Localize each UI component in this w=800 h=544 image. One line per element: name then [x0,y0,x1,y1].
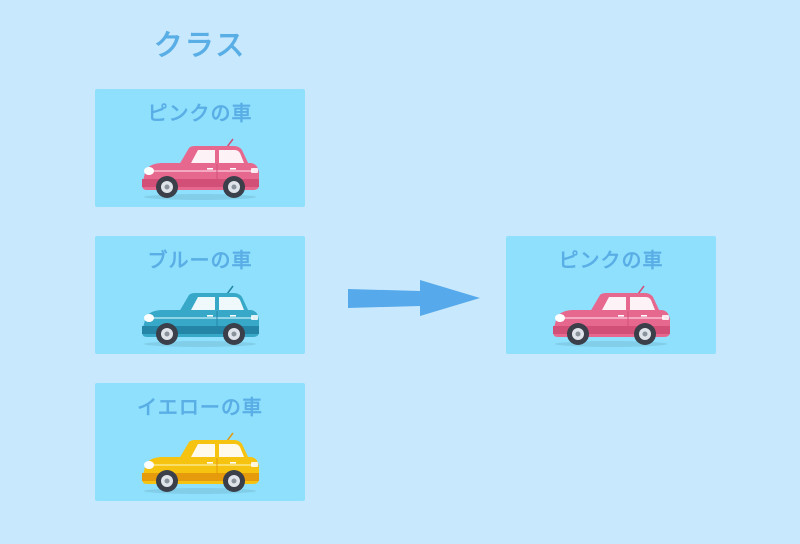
class-heading: クラス [153,28,247,62]
instance-card-pink: ピンクの車 [506,236,716,354]
card-label: ブルーの車 [147,248,253,272]
card-label: イエローの車 [137,395,263,419]
right-arrow-icon [348,280,480,316]
pink-car-icon [553,285,670,347]
pink-car-icon [142,138,259,200]
class-card-yellow: イエローの車 [95,383,305,501]
card-label: ピンクの車 [147,101,253,125]
class-card-blue: ブルーの車 [95,236,305,354]
card-label: ピンクの車 [558,248,664,272]
blue-car-icon [142,285,259,347]
class-card-pink: ピンクの車 [95,89,305,207]
yellow-car-icon [142,432,259,494]
